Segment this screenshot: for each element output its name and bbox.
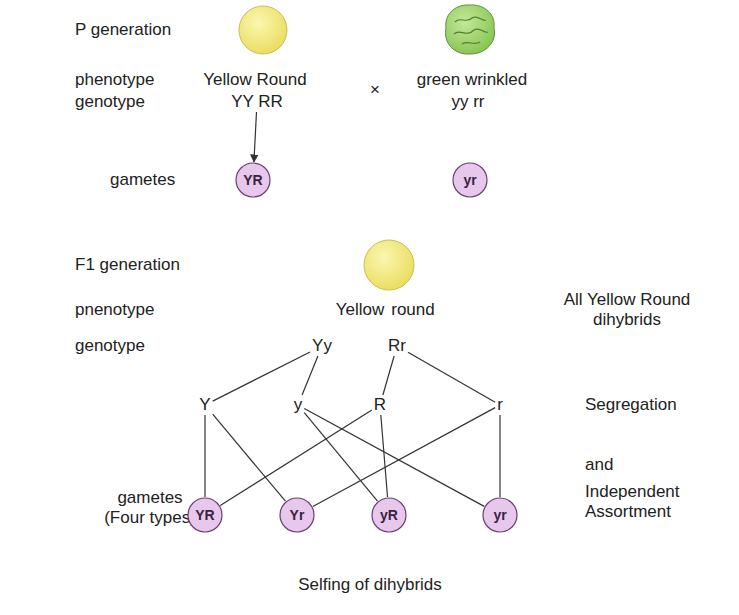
diagram-label: green wrinkled [417,70,528,90]
diagram-label: Independent Assortment [585,482,695,522]
diagram-label: gametes (Four types) [98,488,202,528]
allele-text: r [495,395,505,415]
segregation-line [213,352,310,401]
diagram-label: Segregation [585,395,677,415]
segregation-line [204,415,205,497]
node-text: Yy [312,336,332,355]
diagram-label: × [370,80,380,100]
gamete-circle: yr [482,497,518,533]
wrinkle [455,17,486,22]
gamete-circle: YR [187,497,223,533]
node-text: r [497,395,503,414]
node-text: y [294,395,303,414]
diagram-label: pnenotype [75,300,154,320]
node-text: YR [243,172,262,188]
diagram-label: Yellow Round [203,70,306,90]
segregation-line [383,356,394,395]
allele-text: Y [197,395,212,415]
gamete-circle: yR [371,497,407,533]
diagram-caption: Selfing of dihybrids [298,575,442,595]
segregation-line [408,352,495,402]
segregation-line [304,413,377,502]
segregation-line [302,356,318,395]
segregation-line [304,408,484,506]
diagram-label: round [391,300,434,320]
node-text: yR [380,507,398,523]
node-text: YY RR [231,92,283,111]
gamete-circle: Yr [279,497,315,533]
yellow-round-pea [239,6,287,54]
diagram-label: and [585,455,613,475]
node-text: yr [463,172,476,188]
segregation-line [499,415,500,497]
node-text: R [374,395,386,414]
node-text: YR [195,507,214,523]
diagram-label: phenotype [75,70,154,90]
allele-text: Rr [386,336,408,356]
diagram-label: genotype [75,336,145,356]
allele-text: Yy [310,336,334,356]
gamete-circle: yr [452,162,488,198]
segregation-line [213,414,286,501]
wrinkle [454,29,488,34]
pea-outline [446,5,495,54]
green-wrinkled-pea [446,5,495,54]
segregation-line [313,408,495,507]
diagram-label: yy rr [451,92,484,112]
allele-text: y [292,395,305,415]
segregation-line [381,415,388,497]
segregation-line [220,410,372,505]
node-text: Rr [388,336,406,355]
allele-text: R [372,395,388,415]
yellow-round-pea [364,240,414,290]
gamete-circle: YR [235,162,271,198]
node-text: Yr [290,507,305,523]
diagram-label: P generation [75,20,171,40]
diagram-label: F1 generation [75,255,180,275]
diagram-label: gametes [110,170,175,190]
diagram-label: Yellow [336,300,385,320]
diagram-label: All Yellow Round dihybrids [552,290,702,330]
wrinkle [462,42,480,44]
node-text: Y [199,395,210,414]
allele-text: YY RR [229,92,285,112]
diagram-label: genotype [75,92,145,112]
node-text: yr [493,507,506,523]
arrow-line [254,112,257,162]
